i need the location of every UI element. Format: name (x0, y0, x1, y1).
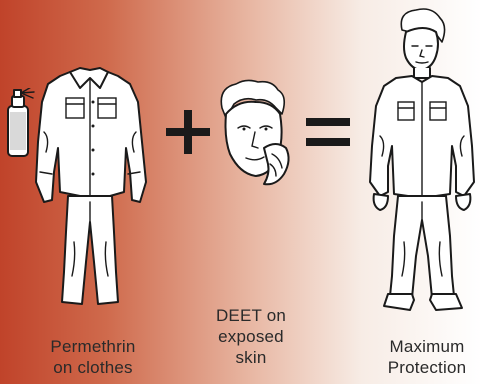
left-caption-line2: on clothes (28, 357, 158, 378)
face-icon (210, 78, 294, 188)
plus-symbol (166, 110, 210, 154)
middle-caption-line1: DEET on (196, 305, 306, 326)
left-caption-line1: Permethrin (28, 336, 158, 357)
middle-caption-line2: exposed (196, 326, 306, 347)
middle-caption: DEET on exposed skin (196, 305, 306, 368)
middle-caption-line3: skin (196, 347, 306, 368)
equals-symbol (306, 118, 350, 148)
clothes-icon (30, 62, 150, 312)
right-caption-line2: Protection (372, 357, 482, 378)
right-caption-line1: Maximum (372, 336, 482, 357)
right-caption: Maximum Protection (372, 336, 482, 378)
person-icon (362, 6, 478, 314)
left-caption: Permethrin on clothes (28, 336, 158, 378)
